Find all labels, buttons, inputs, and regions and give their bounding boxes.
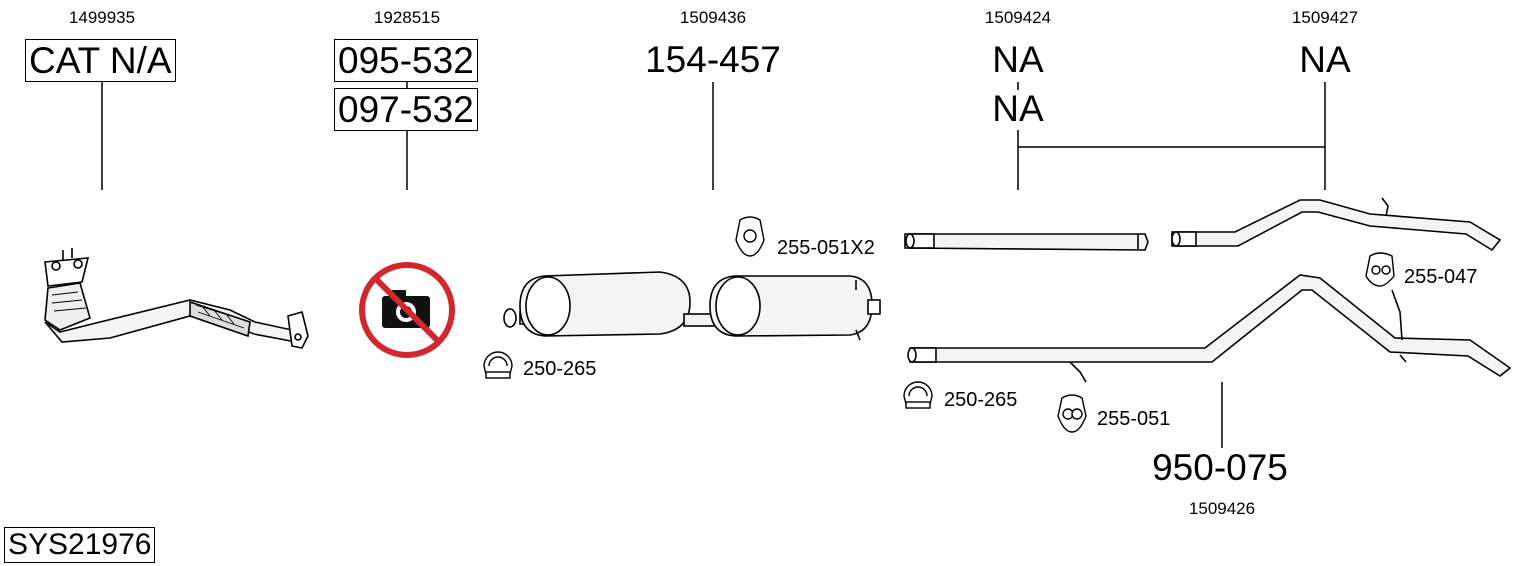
part-number-pipe-na-1[interactable]: NA — [992, 39, 1044, 80]
ref-number-4: 1509424 — [984, 8, 1052, 27]
pipe-icon — [904, 233, 1149, 251]
part-number-pipe-na-2[interactable]: NA — [992, 88, 1044, 129]
ref-number-2: 1928515 — [373, 8, 441, 27]
ref-number-5: 1509427 — [1291, 8, 1359, 27]
system-id: SYS21976 — [4, 527, 156, 563]
accessory-label-250-265-rear[interactable]: 250-265 — [944, 389, 1018, 411]
part-number-095-532[interactable]: 095-532 — [334, 39, 478, 82]
part-number-cat[interactable]: CAT N/A — [25, 39, 176, 82]
catalytic-converter-icon — [44, 248, 309, 349]
rubber-mount-icon — [735, 216, 765, 257]
no-photo-icon — [359, 262, 455, 358]
rubber-mount-icon — [1365, 252, 1395, 287]
accessory-label-255-047[interactable]: 255-047 — [1404, 266, 1478, 288]
silencer-icon — [503, 271, 881, 341]
clamp-icon — [483, 351, 513, 379]
rubber-mount-icon — [1057, 394, 1087, 433]
ref-number-rear-pipe: 1509426 — [1188, 499, 1256, 518]
part-number-silencer[interactable]: 154-457 — [645, 39, 781, 80]
ref-number-3: 1509436 — [679, 8, 747, 27]
clamp-icon — [903, 381, 933, 409]
accessory-label-250-265-front[interactable]: 250-265 — [523, 358, 597, 380]
part-number-rear-pipe[interactable]: 950-075 — [1152, 447, 1288, 488]
accessory-label-255-051[interactable]: 255-051 — [1097, 408, 1171, 430]
ref-number-1: 1499935 — [68, 8, 136, 27]
part-number-rear-na[interactable]: NA — [1299, 39, 1351, 80]
part-number-097-532[interactable]: 097-532 — [334, 88, 478, 131]
accessory-label-255-051x2[interactable]: 255-051X2 — [777, 237, 875, 259]
